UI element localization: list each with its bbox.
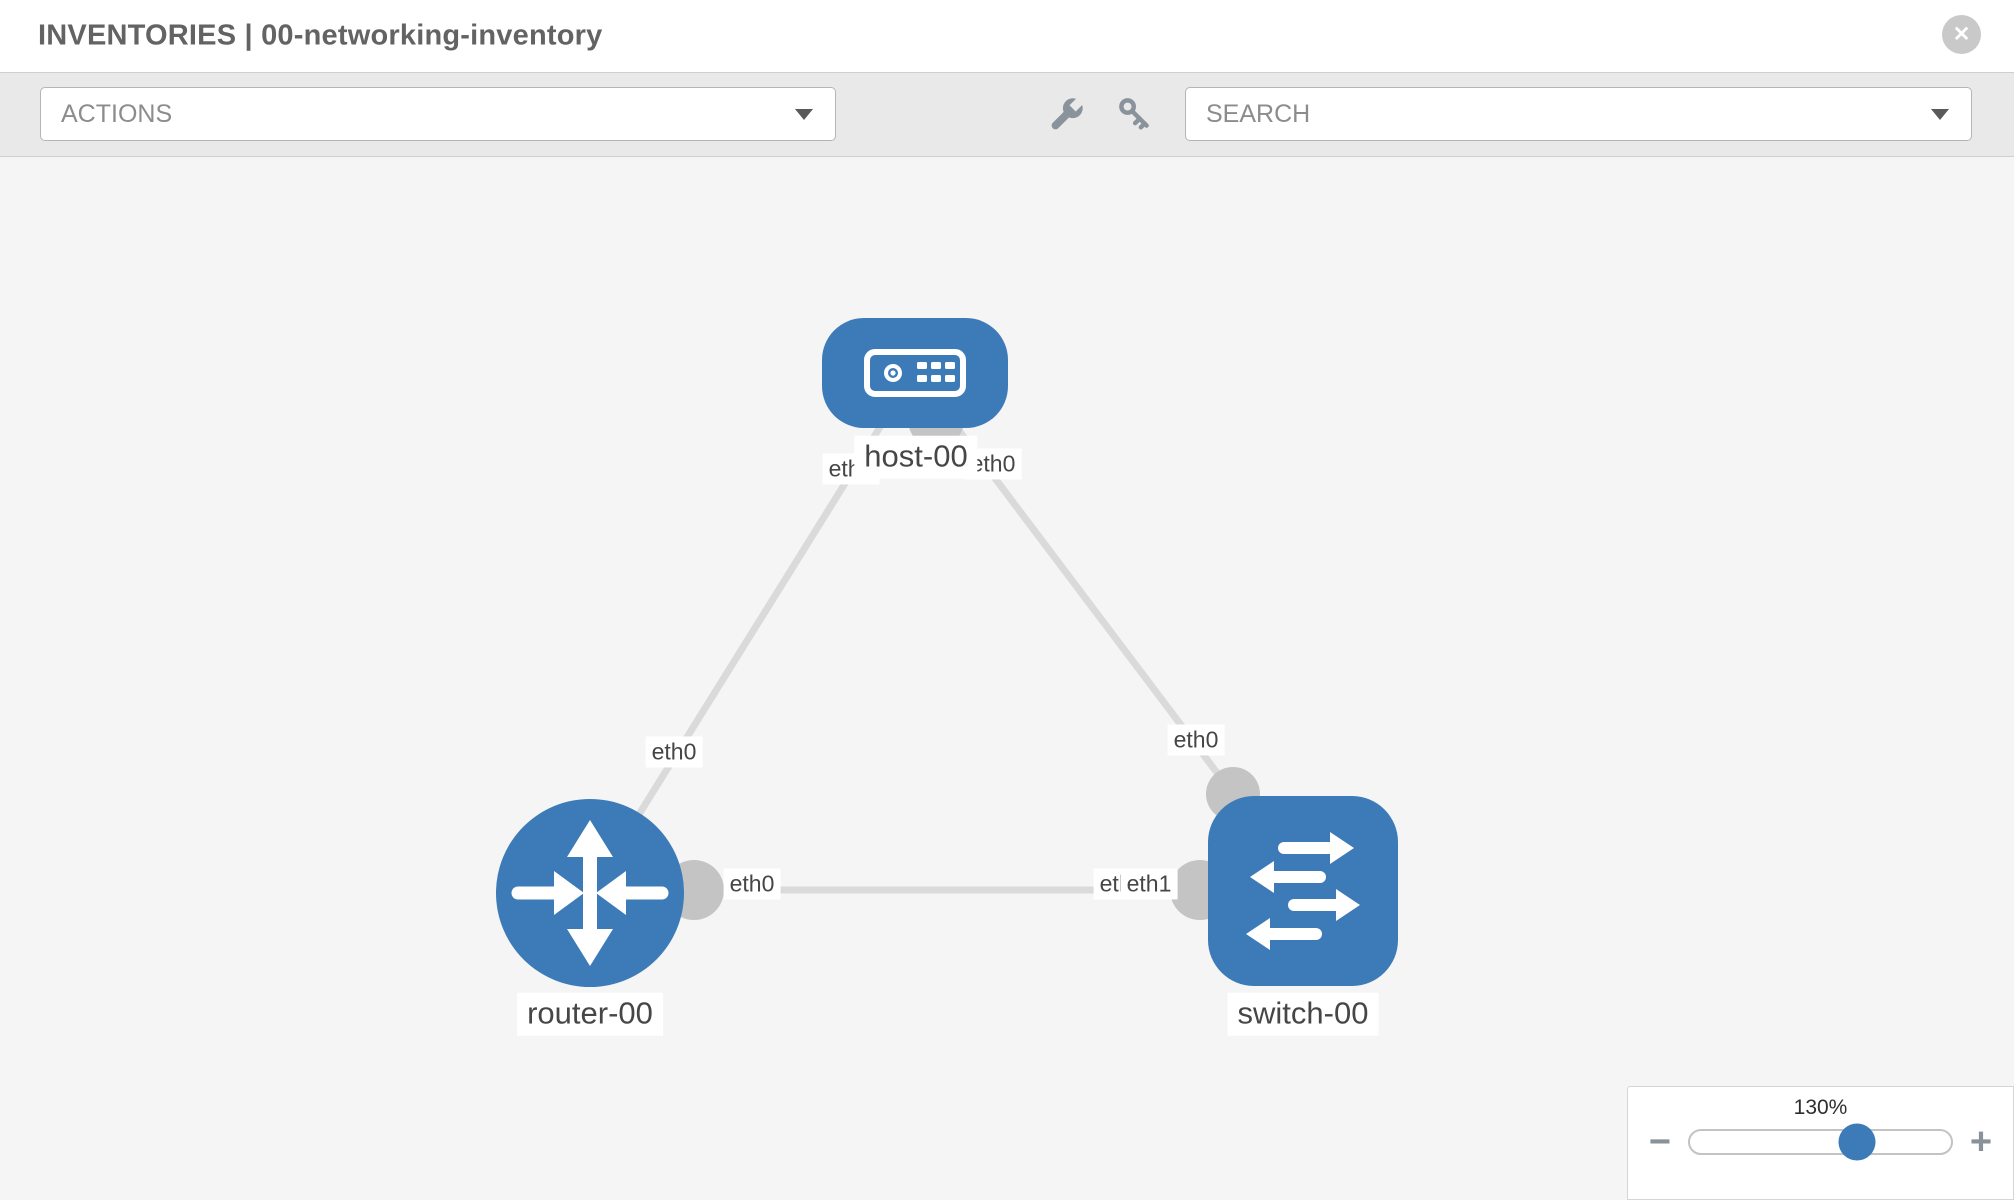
zoom-panel: 130% − + — [1627, 1086, 2014, 1200]
actions-dropdown-label: ACTIONS — [61, 99, 173, 128]
interface-label: eth0 — [645, 736, 703, 768]
page-title: INVENTORIES | 00-networking-inventory — [38, 19, 603, 52]
node-host-00[interactable] — [822, 318, 1008, 428]
caret-down-icon — [795, 109, 813, 120]
close-button[interactable]: ✕ — [1942, 15, 1981, 54]
host-icon — [864, 349, 966, 397]
actions-dropdown[interactable]: ACTIONS — [40, 87, 836, 141]
key-icon[interactable] — [1114, 93, 1158, 137]
search-dropdown-label: SEARCH — [1206, 99, 1311, 128]
node-label: switch-00 — [1227, 992, 1379, 1036]
interface-label: eth0 — [1167, 724, 1225, 756]
interface-label: eth0 — [964, 448, 1022, 480]
node-switch-00[interactable] — [1208, 796, 1398, 986]
router-icon — [511, 820, 669, 966]
zoom-slider-thumb[interactable] — [1838, 1123, 1876, 1161]
zoom-in-button[interactable]: + — [1969, 1121, 1993, 1163]
zoom-out-button[interactable]: − — [1648, 1121, 1672, 1163]
close-icon: ✕ — [1952, 23, 1971, 46]
topology-canvas[interactable]: eth0eth0eth0eth0eth0eth0eth1host-00route… — [0, 157, 2014, 1200]
zoom-slider-track[interactable] — [1688, 1123, 1953, 1161]
header: INVENTORIES | 00-networking-inventory ✕ — [0, 0, 2014, 72]
interface-label: eth1 — [1120, 868, 1178, 900]
zoom-level: 130% — [1793, 1096, 1848, 1119]
topology-graph — [496, 318, 1398, 987]
interface-label: eth0 — [723, 868, 781, 900]
caret-down-icon — [1931, 109, 1949, 120]
switch-icon — [1246, 832, 1360, 950]
node-label: router-00 — [517, 992, 663, 1036]
node-router-00[interactable] — [496, 799, 684, 987]
toolbar: ACTIONS SEARC — [0, 72, 2014, 157]
wrench-icon[interactable] — [1044, 93, 1088, 137]
search-dropdown[interactable]: SEARCH — [1185, 87, 1972, 141]
node-label: host-00 — [854, 435, 978, 479]
